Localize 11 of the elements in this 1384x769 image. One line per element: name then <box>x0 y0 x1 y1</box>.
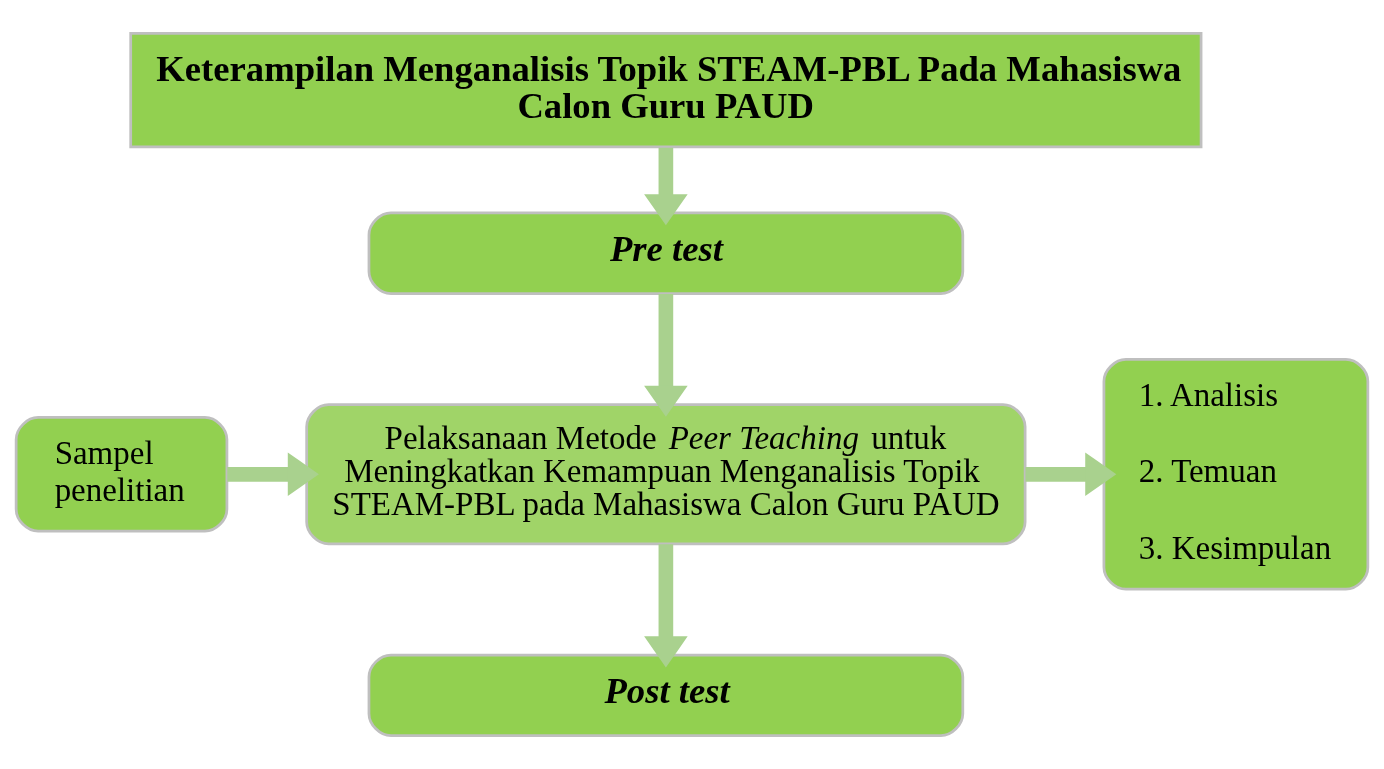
node-box: Keterampilan Menganalisis Topik STEAM-PBL Pada Mahasiswa Calon Guru PAUD <box>129 31 1203 149</box>
node-box: 1. Analisis 2. Temuan 3. Kesimpulan <box>1102 358 1370 591</box>
arrow <box>1025 452 1117 497</box>
node-box: Pelaksanaan Metode Peer Teaching untuk Meningkatkan Kemampuan Menganalisis Topik STEAM-PBL pada Mahasiswa Calon Guru PAUD <box>305 403 1027 546</box>
node-box: Pre test <box>367 211 965 295</box>
arrow <box>644 544 688 668</box>
arrow <box>644 147 688 226</box>
arrow <box>227 452 319 497</box>
node-box: Sampel penelitian <box>14 416 229 533</box>
arrow <box>644 293 688 417</box>
node-box: Post test <box>367 653 965 738</box>
